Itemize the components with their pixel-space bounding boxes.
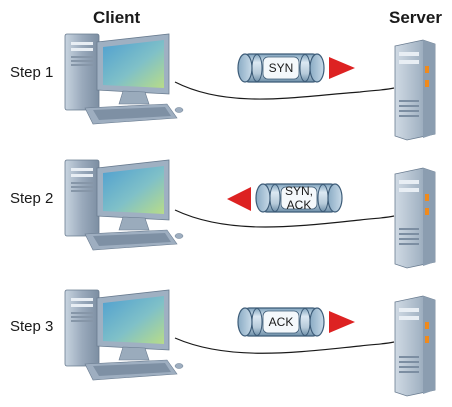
step-2-server-icon <box>394 167 436 269</box>
step-1-arrow-right-icon <box>329 57 355 79</box>
step-3-arrow-right-icon <box>329 311 355 333</box>
step-2-packet-label-line-2: ACK <box>287 198 312 212</box>
step-1-server-icon <box>394 39 436 141</box>
step-1-packet-label: SYN <box>269 61 294 75</box>
step-2-label: Step 2 <box>10 190 54 207</box>
step-3-packet-label: ACK <box>269 315 294 329</box>
server-heading: Server <box>389 8 442 27</box>
step-1-row: SYN <box>64 33 436 141</box>
step-3-row: ACK <box>64 289 436 397</box>
step-2-cable <box>174 209 395 228</box>
step-1-client-computer-icon <box>64 33 184 125</box>
client-heading: Client <box>93 8 141 27</box>
step-2-row: SYN, ACK <box>64 159 436 269</box>
step-2-packet-label-line-1: SYN, <box>285 184 313 198</box>
step-1-label: Step 1 <box>10 64 54 81</box>
step-3-cable <box>174 337 395 354</box>
step-3-client-computer-icon <box>64 289 184 381</box>
step-3-label: Step 3 <box>10 318 54 335</box>
step-3-server-icon <box>394 295 436 397</box>
step-1-cable <box>174 81 395 100</box>
step-2-arrow-left-icon <box>227 187 251 211</box>
step-2-client-computer-icon <box>64 159 184 251</box>
